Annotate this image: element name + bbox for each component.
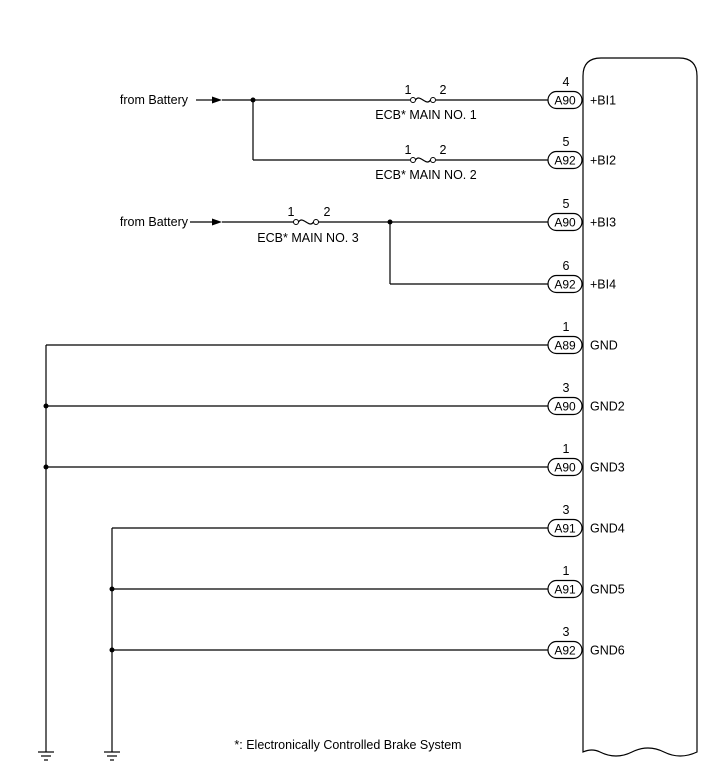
- connector-code: A92: [554, 277, 576, 291]
- junction-dot: [43, 464, 49, 470]
- pin-number: 1: [563, 564, 570, 578]
- connector-badge: [547, 457, 583, 477]
- connector-badge: [547, 396, 583, 416]
- fuse-pin-in: 1: [288, 205, 295, 219]
- ground-1-icon: [38, 751, 54, 761]
- connector-badge: [547, 335, 583, 355]
- pin-number: 3: [563, 503, 570, 517]
- connector-badge: [547, 640, 583, 660]
- pin-number: 1: [563, 320, 570, 334]
- signal-name: +BI1: [590, 94, 616, 108]
- terminal-+BI2: A92 5 +BI2: [547, 135, 616, 170]
- connector-badge: [547, 90, 583, 110]
- connector-badge: [547, 212, 583, 232]
- pin-number: 4: [563, 75, 570, 89]
- pin-number: 3: [563, 381, 570, 395]
- fuse-label: ECB* MAIN NO. 1: [375, 108, 476, 122]
- fuse-pin-in: 1: [405, 83, 412, 97]
- fuse-pin-out: 2: [324, 205, 331, 219]
- connector-code: A90: [554, 460, 576, 474]
- connector-code: A92: [554, 153, 576, 167]
- source-label-1: from Battery: [120, 93, 189, 107]
- connector-badge: [547, 150, 583, 170]
- fuse-pin-out: 2: [440, 83, 447, 97]
- footnote: *: Electronically Controlled Brake Syste…: [234, 738, 461, 752]
- pin-number: 5: [563, 135, 570, 149]
- pin-number: 1: [563, 442, 570, 456]
- connector-code: A92: [554, 643, 576, 657]
- connector-badge: [547, 518, 583, 538]
- junction-dot: [43, 403, 49, 409]
- connector-code: A89: [554, 338, 576, 352]
- ground-2-icon: [104, 751, 120, 761]
- pin-number: 5: [563, 197, 570, 211]
- pin-number: 3: [563, 625, 570, 639]
- fuse-pin-out: 2: [440, 143, 447, 157]
- source-2-arrow-icon: [212, 218, 222, 226]
- fuse-ecb-main-1: 1 2 ECB* MAIN NO. 1: [375, 83, 476, 122]
- signal-name: +BI3: [590, 216, 616, 230]
- source-label-2: from Battery: [120, 215, 189, 229]
- signal-name: GND: [590, 339, 618, 353]
- fuse-label: ECB* MAIN NO. 2: [375, 168, 476, 182]
- ecu-body: [582, 57, 698, 757]
- signal-name: +BI4: [590, 278, 616, 292]
- pin-number: 6: [563, 259, 570, 273]
- connector-terminals: A904+BI1A925+BI2A905+BI3A926+BI4A891GNDA…: [547, 75, 625, 660]
- terminal-+BI1: A90 4 +BI1: [547, 75, 616, 110]
- signal-name: GND2: [590, 400, 625, 414]
- fuse-ecb-main-3: 1 2 ECB* MAIN NO. 3: [257, 205, 358, 245]
- connector-code: A90: [554, 399, 576, 413]
- connector-badge: [547, 274, 583, 294]
- terminal-+BI4: A92 6 +BI4: [547, 259, 616, 294]
- connector-code: A90: [554, 93, 576, 107]
- junction-dot: [109, 647, 115, 653]
- fuse-label: ECB* MAIN NO. 3: [257, 231, 358, 245]
- signal-name: GND5: [590, 583, 625, 597]
- fuse-pin-in: 1: [405, 143, 412, 157]
- signal-name: +BI2: [590, 154, 616, 168]
- fuse-ecb-main-2: 1 2 ECB* MAIN NO. 2: [375, 143, 476, 182]
- connector-code: A91: [554, 521, 576, 535]
- source-1-arrow-icon: [212, 96, 222, 104]
- connector-code: A91: [554, 582, 576, 596]
- signal-name: GND3: [590, 461, 625, 475]
- connector-code: A90: [554, 215, 576, 229]
- junction-dot: [109, 586, 115, 592]
- signal-name: GND6: [590, 644, 625, 658]
- connector-badge: [547, 579, 583, 599]
- terminal-+BI3: A90 5 +BI3: [547, 197, 616, 232]
- signal-name: GND4: [590, 522, 625, 536]
